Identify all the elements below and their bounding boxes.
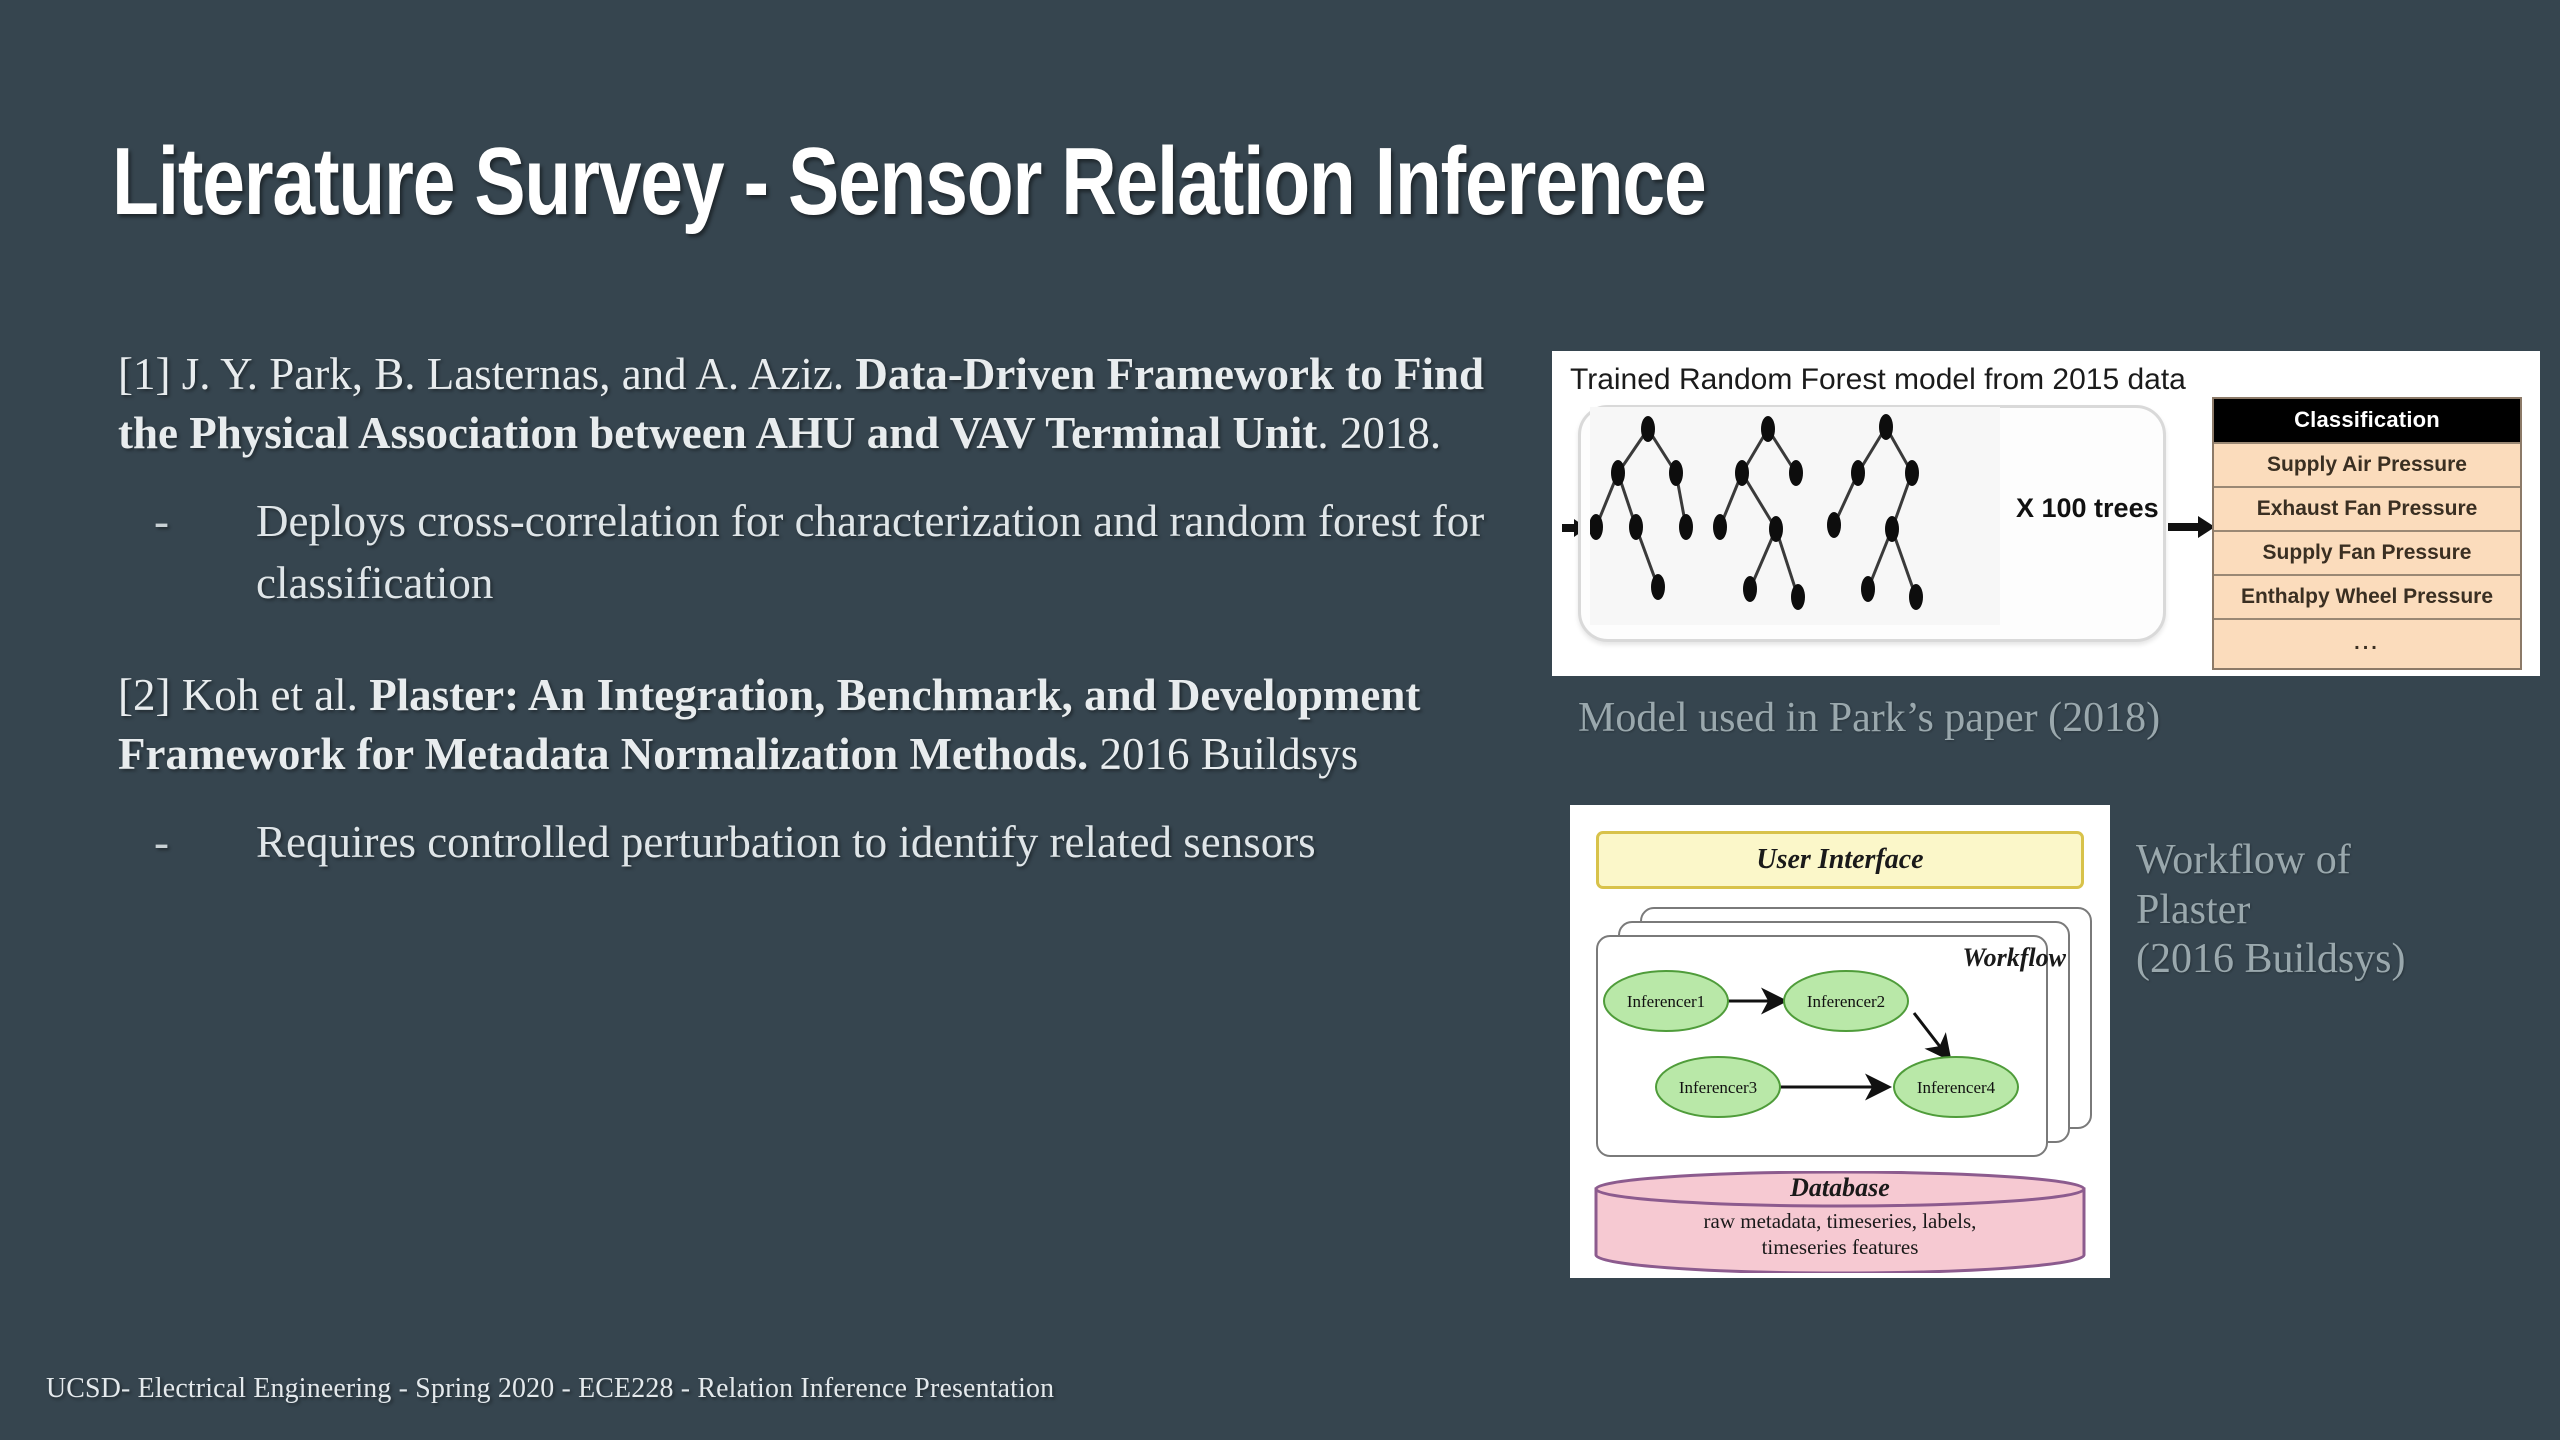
- plaster-caption-line-2: Plaster: [2136, 886, 2251, 933]
- input-arrow-icon: [1562, 519, 1587, 537]
- database-label: Database: [1790, 1173, 1890, 1202]
- slide-footer: UCSD- Electrical Engineering - Spring 20…: [46, 1372, 1055, 1404]
- table-row: Supply Air Pressure: [2214, 442, 2520, 486]
- references-column: [1] J. Y. Park, B. Lasternas, and A. Azi…: [118, 345, 1548, 877]
- inferencer-1-label: Inferencer1: [1627, 992, 1705, 1011]
- list-item: - Deploys cross-correlation for characte…: [118, 490, 1548, 614]
- table-row: Enthalpy Wheel Pressure: [2214, 574, 2520, 618]
- workflow-label: Workflow: [1962, 943, 2066, 972]
- citation-2-bullets: - Requires controlled perturbation to id…: [118, 811, 1548, 873]
- classify-arrow-icon: [2168, 516, 2215, 538]
- classification-table: Classification Supply Air Pressure Exhau…: [2212, 397, 2522, 670]
- plaster-figure: User Interface Workflow: [1570, 805, 2110, 1278]
- plaster-caption-line-3: (2016 Buildsys): [2136, 936, 2406, 983]
- database-contents-line-1: raw metadata, timeseries, labels,: [1703, 1209, 1977, 1233]
- inferencer-4-label: Inferencer4: [1917, 1078, 1996, 1097]
- plaster-caption-line-1: Workflow of: [2136, 837, 2351, 883]
- citation-1-bullets: - Deploys cross-correlation for characte…: [118, 490, 1548, 614]
- database-cylinder: Database raw metadata, timeseries, label…: [1594, 1171, 2086, 1273]
- citation-1-authors: J. Y. Park, B. Lasternas, and A. Aziz.: [181, 349, 856, 399]
- section-spacer: [118, 618, 1548, 666]
- citation-2-title: Plaster: An Integration, Benchmark, and …: [118, 670, 1421, 779]
- database-contents-line-2: timeseries features: [1761, 1234, 1919, 1259]
- page-title: Literature Survey - Sensor Relation Infe…: [112, 128, 1707, 235]
- citation-1-marker: [1]: [118, 349, 182, 399]
- inferencer-2-label: Inferencer2: [1807, 992, 1885, 1011]
- user-interface-label: User Interface: [1756, 844, 1924, 875]
- inferencer-graph-icon: Inferencer1 Inferencer2 Inferencer3 Infe…: [1603, 970, 2019, 1118]
- citation-1: [1] J. Y. Park, B. Lasternas, and A. Azi…: [118, 345, 1548, 462]
- random-forest-body: X 100 trees Classification Supply Air Pr…: [1562, 397, 2528, 670]
- citation-1-venue: . 2018.: [1317, 407, 1442, 458]
- random-forest-caption: Model used in Park’s paper (2018): [1578, 695, 2161, 741]
- bullet-dash-icon: -: [154, 496, 169, 546]
- citation-2-marker: [2]: [118, 670, 182, 721]
- inferencer-3-label: Inferencer3: [1679, 1078, 1757, 1097]
- decision-trees-icon: [1590, 414, 1923, 610]
- citation-2-venue: 2016 Buildsys: [1088, 728, 1359, 779]
- database-contents: raw metadata, timeseries, labels, timese…: [1594, 1209, 2086, 1260]
- random-forest-figure: Trained Random Forest model from 2015 da…: [1552, 351, 2540, 676]
- citation-2-authors: Koh et al.: [181, 670, 370, 721]
- table-row: Exhaust Fan Pressure: [2214, 486, 2520, 530]
- citation-2: [2] Koh et al. Plaster: An Integration, …: [118, 666, 1548, 783]
- plaster-caption: Workflow of Plaster (2016 Buildsys): [2136, 836, 2536, 985]
- workflow-stack: Workflow Infe: [1592, 907, 2092, 1157]
- list-item: - Requires controlled perturbation to id…: [118, 811, 1548, 873]
- database-shape-icon: [1594, 1171, 2086, 1273]
- table-row: Supply Fan Pressure: [2214, 530, 2520, 574]
- citation-1-title: Data-Driven Framework to Find the Physic…: [118, 349, 1485, 458]
- random-forest-inner-title: Trained Random Forest model from 2015 da…: [1570, 363, 2186, 396]
- table-row: ...: [2214, 618, 2520, 668]
- table-header: Classification: [2214, 399, 2520, 442]
- trees-count-label: X 100 trees: [2016, 493, 2159, 523]
- list-item-text: Deploys cross-correlation for characteri…: [256, 496, 1485, 609]
- bullet-dash-icon: -: [154, 817, 169, 868]
- user-interface-box: User Interface: [1596, 831, 2084, 889]
- list-item-text: Requires controlled perturbation to iden…: [256, 817, 1316, 868]
